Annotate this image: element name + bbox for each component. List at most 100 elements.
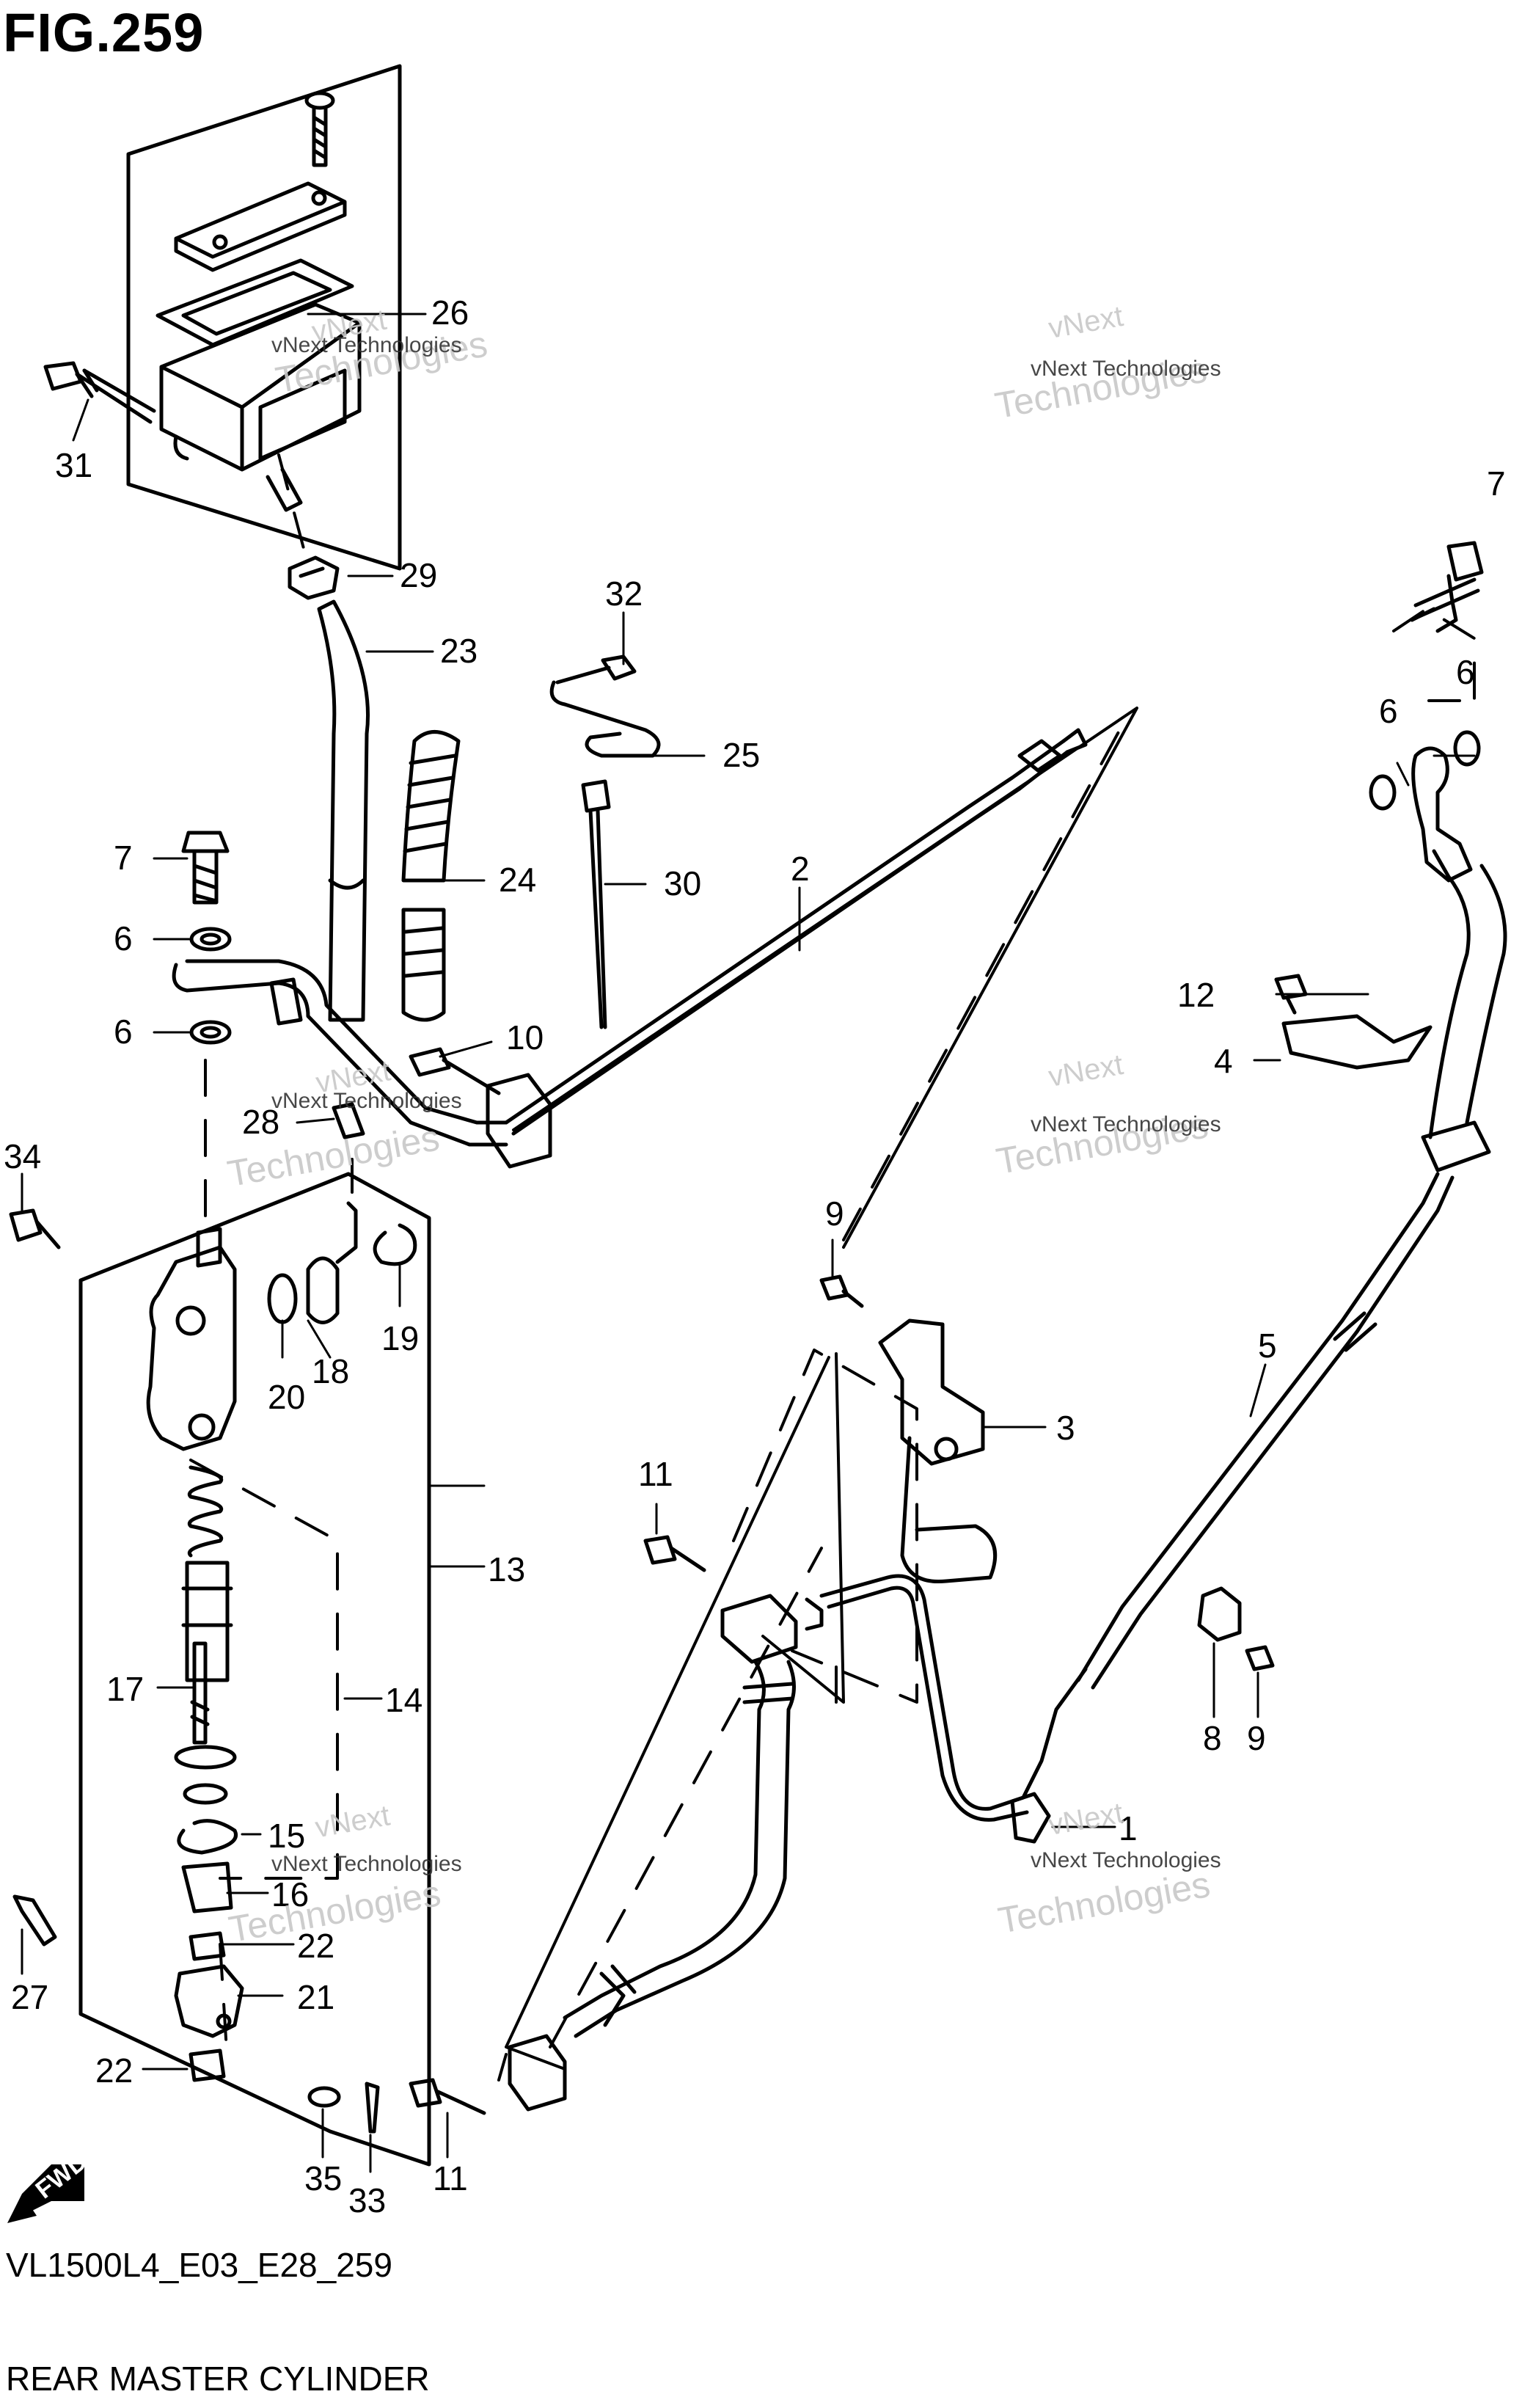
washer-right-a [1369,774,1397,811]
callout-9-upper: 9 [825,1194,844,1233]
callout-16: 16 [271,1875,309,1913]
callout-19: 19 [381,1319,419,1357]
bolt-11-lower [409,2078,486,2115]
watermark-6-line1: vNext Technologies [1031,1848,1221,1872]
watermark-6-line3: Technologies [995,1864,1213,1941]
watermark-2-line1: vNext Technologies [1031,357,1221,381]
brake-pipe-upper [504,739,1069,1136]
clevis-pin [12,1894,57,1947]
callout-29: 29 [400,556,437,594]
watermark-2-line2: vNext [1046,300,1125,345]
watermark-5-line1: vNext Technologies [271,1852,462,1876]
bolt-9-upper [819,1274,864,1308]
hose-bracket [878,1318,985,1466]
callout-numbers: 26 31 29 23 24 32 25 30 2 7 7 6 6 6 6 10… [4,293,1506,2219]
callout-6-c: 6 [1456,653,1475,691]
callout-32: 32 [605,574,643,613]
fwd-arrow-icon: FWD [7,2148,92,2223]
hose-clip [332,1102,365,1139]
master-cylinder-group-box [78,1172,431,2167]
hose-fitting [306,1201,358,1324]
callout-4: 4 [1214,1042,1233,1080]
watermark-5-line3: Technologies [226,1872,444,1950]
washer-lower [189,1020,232,1045]
callout-11-lower: 11 [433,2159,468,2197]
circlip [177,1819,238,1855]
callout-24: 24 [499,861,536,899]
reservoir-body [159,302,362,472]
caliper-union [508,2034,567,2112]
watermark-1-line1: vNext Technologies [271,333,462,357]
callout-20: 20 [268,1378,305,1416]
watermark-5-line2: vNext [312,1799,392,1844]
banjo-bolt-left [181,831,230,905]
callout-21: 21 [297,1978,334,2016]
push-rod [190,1641,210,1745]
reservoir-cap [174,181,347,272]
figure-caption: REAR MASTER CYLINDER [6,2360,430,2398]
callout-6-d: 6 [1379,692,1398,730]
lock-nut-upper [189,1931,226,1961]
reservoir-bolt [43,361,156,424]
hose-collar [1421,1120,1491,1172]
bolt-11-upper [643,1535,706,1572]
piston-spring [187,1465,224,1558]
callout-22-lower: 22 [95,2051,133,2090]
brake-pipe-lower [819,1574,1088,1822]
callout-33: 33 [348,2181,386,2219]
piston-assembly [181,1561,233,1682]
callout-25: 25 [722,736,760,774]
callout-6-b: 6 [114,1013,133,1051]
snap-ring [373,1223,417,1266]
watermark-3-line2: vNext [1046,1048,1125,1093]
washer-right-b [1453,730,1481,767]
rear-banjo [1411,746,1473,883]
reservoir-cap-screw [304,91,335,167]
callout-7-left: 7 [114,839,133,877]
callout-14: 14 [385,1681,422,1719]
callout-23: 23 [440,632,478,670]
callout-8: 8 [1203,1719,1222,1757]
watermark-4-line1: vNext Technologies [271,1089,462,1113]
callout-7-right: 7 [1487,464,1506,503]
watermark-3-line1: vNext Technologies [1031,1112,1221,1136]
reservoir-hose [317,599,370,1022]
rubber-boot [181,1861,233,1913]
cotter-pin [365,2082,380,2134]
callout-3: 3 [1056,1409,1075,1447]
callout-35: 35 [304,2159,342,2197]
callout-22-upper: 22 [297,1927,334,1965]
o-ring [267,1273,298,1324]
callout-11-upper: 11 [638,1455,673,1493]
callout-28: 28 [242,1103,279,1141]
callout-2: 2 [791,850,810,888]
callout-17: 17 [106,1670,144,1708]
callout-26: 26 [431,293,469,332]
watermark-6-line2: vNext [1046,1797,1125,1842]
hose-clamp [288,555,340,600]
reservoir-diaphragm [156,258,354,347]
washer-top [189,927,232,952]
lock-nut-lower [189,2048,226,2082]
callout-34: 34 [4,1137,41,1175]
callout-15: 15 [268,1817,305,1855]
cable-tie [581,779,611,1029]
clevis [174,1964,244,2038]
hose-guide-1 [1010,1792,1051,1844]
callout-30: 30 [664,864,701,902]
callout-12: 12 [1177,976,1215,1014]
pipe-union [486,1073,552,1169]
hose-clamp-8 [1197,1586,1242,1642]
watermarks: vNext Technologies vNext Technologies vN… [224,300,1221,1950]
banjo-hose [172,959,508,1147]
washer-35 [307,2086,341,2108]
rear-hose-upper [1428,849,1507,1139]
junction-block [720,1594,798,1664]
callout-13: 13 [488,1550,525,1588]
bolt-9-lower [1245,1645,1275,1671]
callout-5: 5 [1258,1327,1277,1365]
callout-9-lower: 9 [1247,1719,1266,1757]
figure-title: FIG.259 [3,2,205,63]
callout-10: 10 [506,1018,544,1057]
